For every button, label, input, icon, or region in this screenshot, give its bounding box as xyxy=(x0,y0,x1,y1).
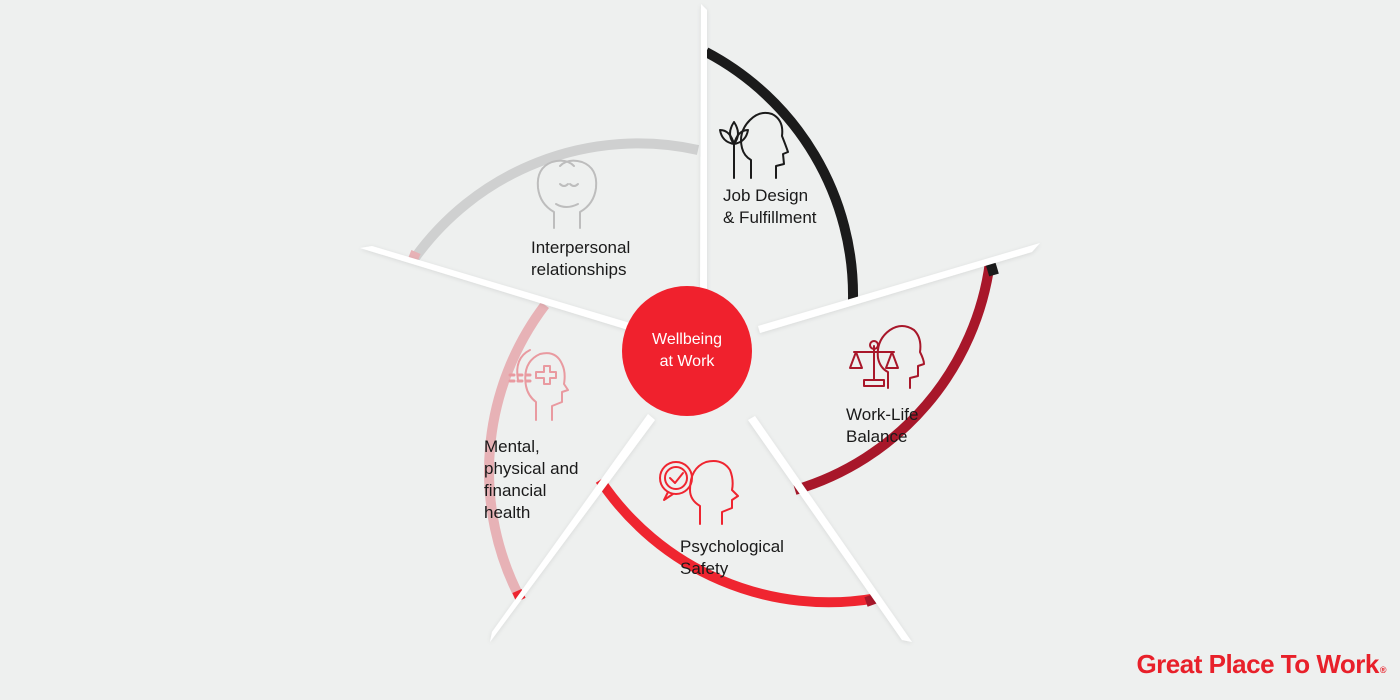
brand-text: Great Place To Work xyxy=(1136,649,1379,679)
arc-health xyxy=(484,301,549,603)
spokes xyxy=(360,4,1040,642)
checkmark-bubble-head-icon xyxy=(659,460,739,525)
arc-work-life xyxy=(793,261,995,495)
label-interpersonal: Interpersonal relationships xyxy=(531,237,630,281)
arc-psych-safety xyxy=(595,477,878,608)
medical-cross-head-icon xyxy=(508,349,569,421)
label-line: Job Design xyxy=(723,186,809,205)
label-line: Safety xyxy=(680,559,729,578)
label-line: & Fulfillment xyxy=(723,208,817,227)
arc-job-design xyxy=(703,47,859,301)
center-line-2: at Work xyxy=(659,353,715,370)
center-line-1: Wellbeing xyxy=(652,331,722,348)
label-line: physical and xyxy=(484,459,579,478)
label-line: health xyxy=(484,503,531,522)
spoke-right xyxy=(758,243,1040,333)
arc-interpersonal xyxy=(407,138,700,265)
label-line: Work-Life xyxy=(846,405,919,424)
label-work-life: Work-Life Balance xyxy=(846,404,918,448)
arcs xyxy=(407,47,999,608)
center-circle xyxy=(622,286,752,416)
label-line: relationships xyxy=(531,260,627,279)
label-line: Psychological xyxy=(680,537,784,556)
label-job-design: Job Design & Fulfillment xyxy=(723,185,817,229)
label-line: Balance xyxy=(846,427,908,446)
center-label: Wellbeing at Work xyxy=(622,286,752,416)
label-psych-safety: Psychological Safety xyxy=(680,536,784,580)
brand-logo: Great Place To Work® xyxy=(1136,649,1386,680)
label-line: Interpersonal xyxy=(531,238,631,257)
spoke-bottom-left xyxy=(490,414,655,642)
label-line: Mental, xyxy=(484,437,540,456)
lotus-head-icon xyxy=(719,111,789,179)
label-health: Mental, physical and financial health xyxy=(484,436,579,524)
label-line: financial xyxy=(484,481,547,500)
two-faces-icon xyxy=(536,159,598,229)
spoke-bottom-right xyxy=(748,416,912,642)
registered-mark: ® xyxy=(1379,665,1387,675)
scales-head-icon xyxy=(849,325,925,389)
spoke-top xyxy=(700,4,707,300)
spoke-left xyxy=(360,246,640,333)
